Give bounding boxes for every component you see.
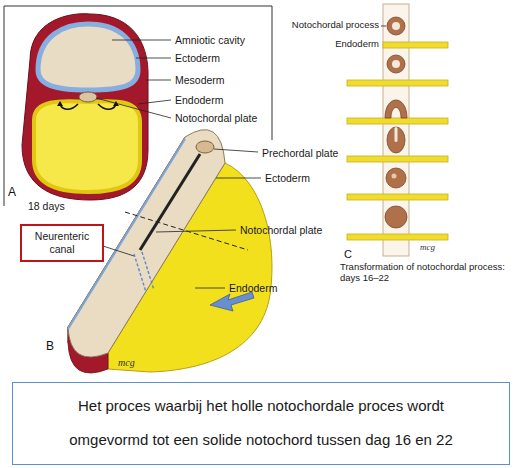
artist-signature: mcg (118, 357, 135, 369)
panel-letter: B (46, 340, 54, 354)
direction-arrow (210, 292, 254, 311)
panel-letter: A (8, 186, 16, 200)
leader-line (214, 149, 258, 152)
endoderm-bar (383, 42, 448, 48)
stage-label: 18 days (28, 200, 65, 212)
notochord-section (387, 127, 405, 153)
part-label: Endoderm (335, 39, 379, 50)
part-label: Notochordal process (292, 20, 379, 31)
panel-caption: Transformation of notochordal process: d… (340, 262, 510, 284)
endoderm-bar (347, 118, 448, 124)
part-label: Ectoderm (265, 172, 310, 184)
box-text: Het proces waarbij het holle notochordal… (38, 389, 484, 457)
leader-line (156, 230, 236, 232)
box-text: Neurenteric canal (30, 230, 94, 255)
endoderm-bar (347, 156, 448, 162)
part-label: Notochordal plate (240, 224, 322, 236)
part-label: Amniotic cavity (175, 34, 245, 46)
fold-arrow (60, 104, 78, 109)
lumen (392, 22, 400, 30)
part-label: Prechordal plate (262, 147, 338, 159)
part-label: Endoderm (229, 282, 277, 294)
leader-line (112, 40, 171, 41)
prechordal-plate (196, 141, 214, 153)
artist-signature: mcg (420, 242, 435, 252)
panel-letter: C (344, 248, 352, 261)
leader-line (195, 288, 225, 289)
lumen (392, 174, 397, 179)
amniotic-cavity (38, 24, 138, 90)
canal-tube (134, 252, 154, 292)
leader-line (96, 98, 171, 118)
notochordal-plate (79, 92, 97, 102)
leader-line (103, 246, 134, 256)
endoderm-bar (347, 234, 448, 240)
part-label: Mesoderm (175, 74, 225, 86)
notochord-section (386, 168, 406, 188)
endoderm-bar (347, 194, 448, 200)
lumen (395, 127, 398, 142)
fold-arrow (98, 104, 116, 109)
leader-line (146, 80, 171, 81)
part-label: Endoderm (175, 94, 223, 106)
leader-line (216, 178, 261, 179)
part-label: Ectoderm (175, 52, 220, 64)
part-label: Notochordal plate (175, 112, 257, 124)
notochord-section (385, 100, 407, 118)
section-line (125, 212, 248, 250)
notochordal-plate (140, 154, 200, 250)
yolk-sac (34, 101, 140, 192)
endoderm-bar (347, 80, 448, 86)
leader-line (138, 100, 171, 104)
note-box: Het proces waarbij het holle notochordal… (12, 382, 510, 465)
arrow-head (57, 101, 63, 106)
lumen (392, 60, 400, 68)
leader-line (136, 58, 171, 59)
notochord-section (387, 17, 405, 35)
highlight-box: Neurenteric canal (20, 224, 104, 262)
leader-line (381, 26, 386, 27)
notochord-section (385, 206, 407, 228)
notochord-section (387, 55, 405, 73)
